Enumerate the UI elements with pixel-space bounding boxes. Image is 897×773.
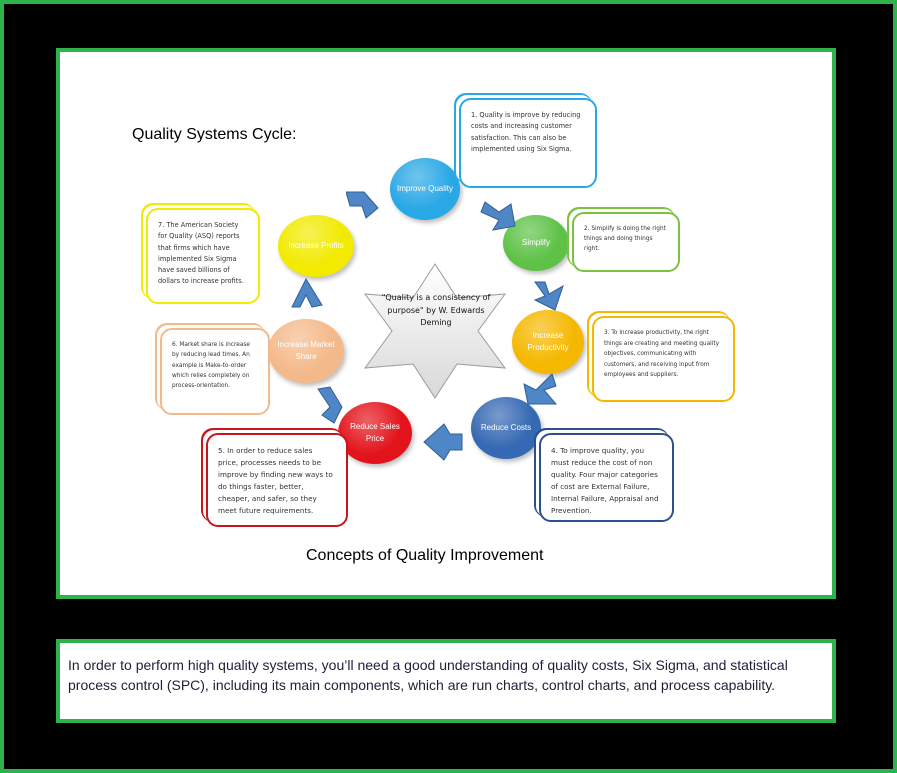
note-3: 3. To increase productivity, the right t…: [592, 316, 735, 402]
note-7: 7. The American Society for Quality (ASQ…: [146, 208, 260, 304]
arrow-icon: [317, 386, 343, 424]
note-4: 4. To improve quality, you must reduce t…: [539, 433, 674, 522]
arrow-icon: [533, 281, 564, 311]
diagram-caption: Concepts of Quality Improvement: [306, 547, 544, 564]
note-1: 1. Quality is improve by reducing costs …: [459, 98, 597, 188]
node-increase-productivity: Increase Productivity: [512, 310, 584, 374]
note-5: 5. In order to reduce sales price, proce…: [206, 433, 348, 527]
center-star: [363, 263, 507, 399]
arrow-icon: [480, 201, 516, 231]
diagram-title: Quality Systems Cycle:: [132, 126, 297, 143]
summary-text: In order to perform high quality systems…: [68, 657, 788, 693]
node-increase-market-share: Increase Market Share: [268, 319, 344, 383]
node-reduce-sales-price: Reduce Sales Price: [338, 402, 412, 464]
node-improve-quality: Improve Quality: [390, 158, 460, 220]
node-reduce-costs: Reduce Costs: [471, 397, 541, 459]
summary-panel: In order to perform high quality systems…: [56, 639, 836, 723]
node-increase-profits: Increase Profits: [278, 215, 354, 277]
arrow-icon: [291, 277, 323, 308]
arrow-icon: [346, 191, 379, 219]
note-6: 6. Market share is increase by reducing …: [160, 328, 270, 415]
diagram-panel: Quality Systems Cycle: "Quality is a con…: [56, 48, 836, 599]
note-2: 2. Simplify is doing the right things an…: [572, 212, 680, 272]
arrow-icon: [523, 373, 558, 405]
center-quote: "Quality is a consistency of purpose" by…: [381, 293, 491, 327]
arrow-icon: [423, 423, 463, 461]
